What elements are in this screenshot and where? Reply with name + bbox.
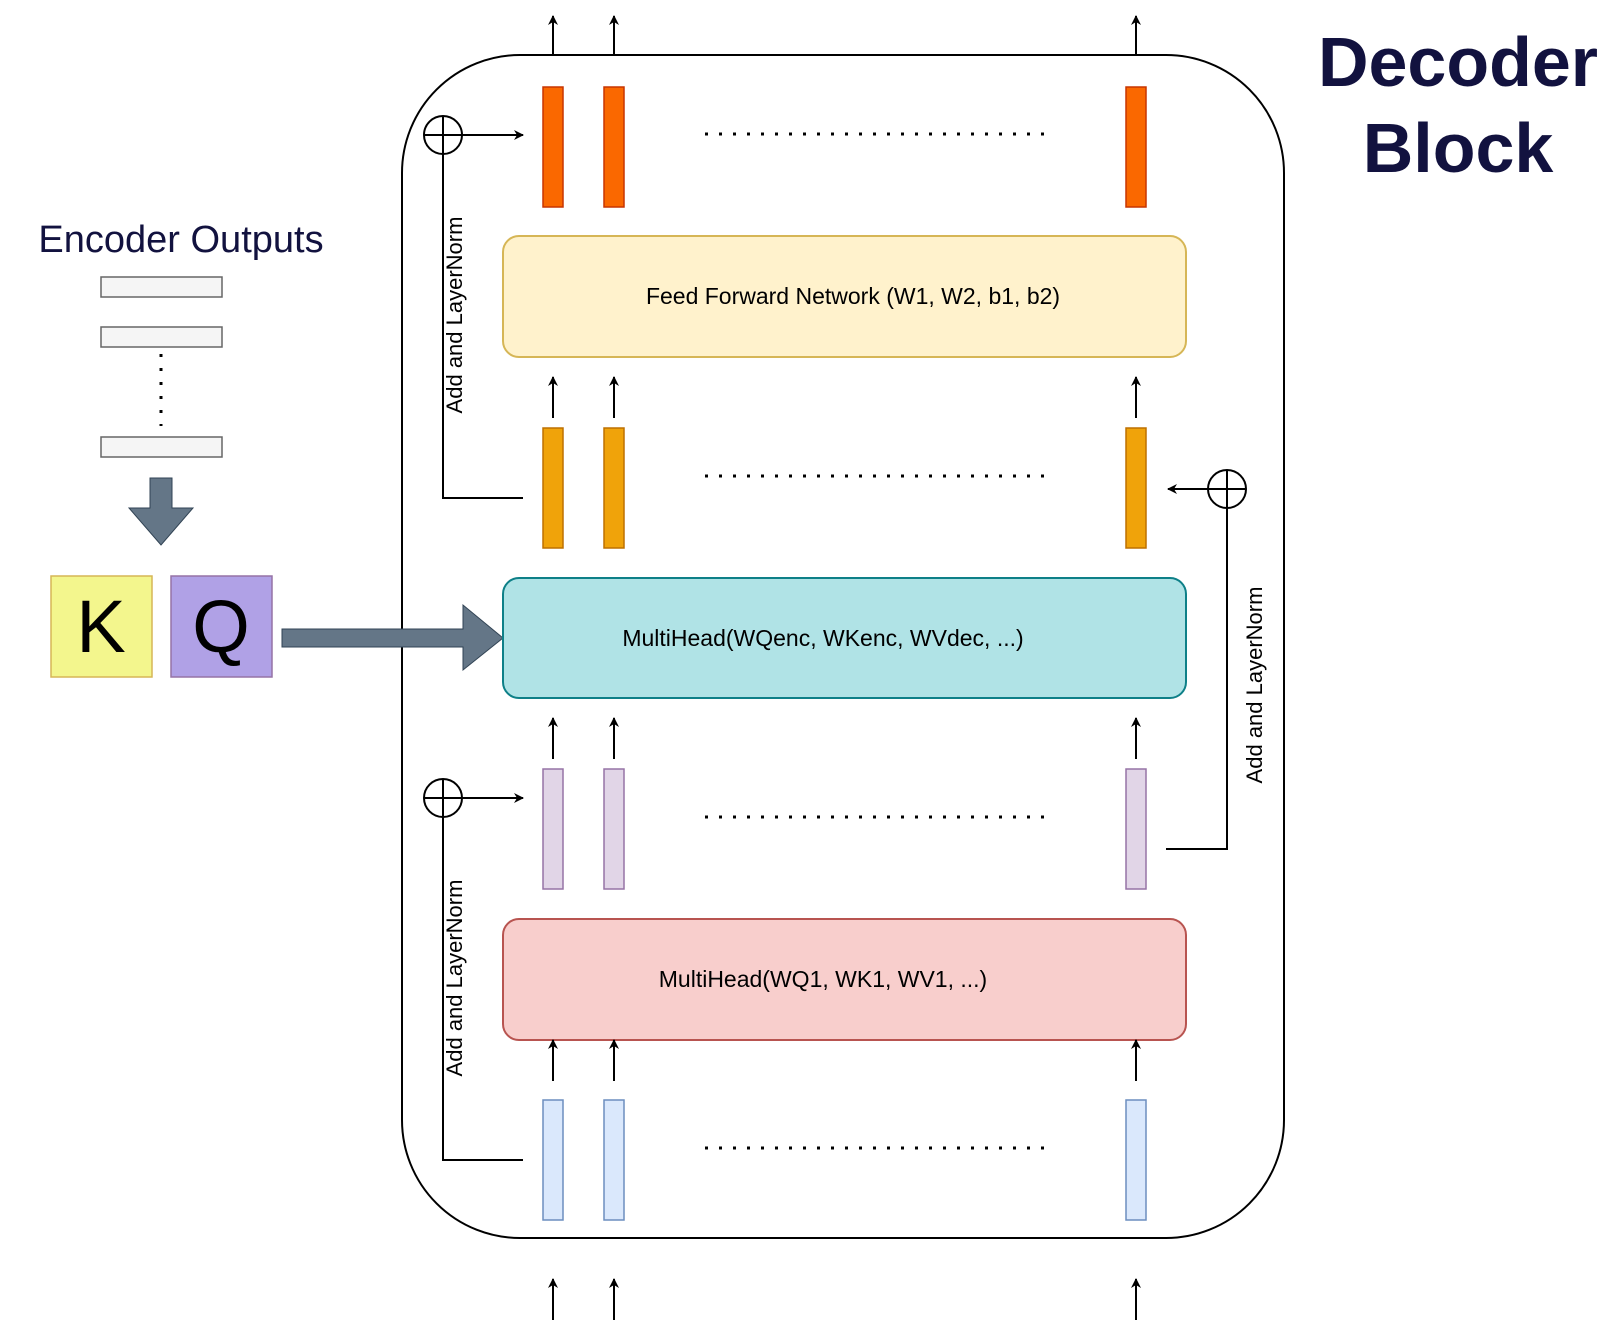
cross-attention-label: MultiHead(WQenc, WKenc, WVdec, ...) [622, 625, 1023, 651]
residual-right [1166, 469, 1247, 850]
feed-forward-label: Feed Forward Network (W1, W2, b1, b2) [646, 283, 1060, 309]
encoder-output-vector-1 [100, 276, 223, 298]
cross-attention-block [502, 577, 1187, 699]
cross-input-token-vector [603, 427, 625, 549]
encoder-output-vector-2 [100, 326, 223, 348]
cross-input-token-row [542, 427, 1147, 549]
output-token-row [542, 86, 1147, 208]
output-token-vector [542, 86, 564, 208]
k-box [50, 575, 153, 678]
residual-top-left [423, 115, 524, 499]
self-attention-output-vector [1125, 768, 1147, 890]
residual-bottom-left-label: Add and LayerNorm [442, 880, 467, 1077]
self-attention-output-vector [542, 768, 564, 890]
self-attention-output-row [542, 768, 1147, 890]
residual-top-left-label: Add and LayerNorm [442, 217, 467, 414]
title-line-block: Block [1363, 109, 1554, 187]
cross-input-token-vector [542, 427, 564, 549]
input-token-vector [603, 1099, 625, 1221]
encoder-output-vector-3 [100, 436, 223, 458]
title-line-decoder: Decoder [1318, 23, 1598, 101]
feed-forward-block [502, 235, 1187, 358]
input-token-vector [1125, 1099, 1147, 1221]
kq-right-arrow [281, 603, 504, 672]
flow-arrows [548, 15, 1141, 1320]
output-token-vector [1125, 86, 1147, 208]
cross-input-token-vector [1125, 427, 1147, 549]
residual-right-label: Add and LayerNorm [1242, 587, 1267, 784]
q-label: Q [192, 585, 250, 668]
self-attention-label: MultiHead(WQ1, WK1, WV1, ...) [659, 966, 987, 992]
output-token-vector [603, 86, 625, 208]
input-token-vector [542, 1099, 564, 1221]
input-token-row [542, 1099, 1147, 1221]
residual-bottom-left [423, 778, 524, 1161]
k-label: K [76, 585, 125, 668]
self-attention-block [502, 918, 1187, 1041]
encoder-outputs-label: Encoder Outputs [38, 219, 323, 261]
self-attention-output-vector [603, 768, 625, 890]
q-box [170, 575, 273, 678]
encoder-down-arrow [127, 477, 195, 546]
